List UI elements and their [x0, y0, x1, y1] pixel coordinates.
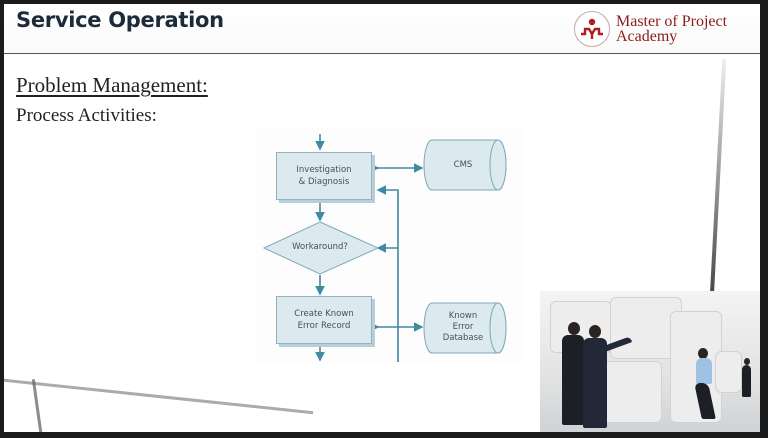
process-flow-diagram: Investigation & Diagnosis Workaround? Cr…: [256, 128, 522, 364]
section-subheading: Process Activities:: [16, 105, 157, 126]
logo-line2: Academy: [616, 28, 678, 45]
known-error-database-store: Known Error Database: [442, 311, 484, 343]
investigation-diagnosis-step: Investigation & Diagnosis: [276, 152, 372, 200]
company-logo: Master of Project Academy: [574, 9, 727, 49]
slide-title: Service Operation: [16, 8, 224, 32]
background-streak: [4, 376, 314, 415]
create-known-error-step: Create Known Error Record: [276, 296, 372, 344]
background-streak: [31, 379, 44, 432]
section-heading: Problem Management:: [16, 73, 208, 97]
person-silhouette: [742, 365, 751, 397]
person-silhouette: [562, 335, 584, 425]
slide-header: Service Operation Master of Project Acad…: [4, 4, 760, 54]
slide: Service Operation Master of Project Acad…: [4, 4, 760, 432]
person-silhouette: [696, 358, 712, 384]
puzzle-piece: [715, 351, 742, 393]
logo-text: Master of Project Academy: [616, 13, 728, 45]
person-head: [698, 348, 708, 359]
diagram-connectors: [262, 134, 507, 362]
person-head: [589, 325, 601, 338]
business-team-puzzle-image: [540, 291, 760, 432]
cms-store: CMS: [453, 160, 473, 170]
puzzle-piece: [600, 361, 662, 423]
person-silhouette: [583, 338, 607, 428]
logo-line1: Master of Project: [616, 13, 728, 30]
academy-person-icon: [574, 11, 610, 47]
person-head: [568, 322, 580, 335]
workaround-decision: Workaround?: [292, 242, 348, 252]
background-streak: [709, 59, 727, 299]
person-head: [744, 358, 750, 365]
